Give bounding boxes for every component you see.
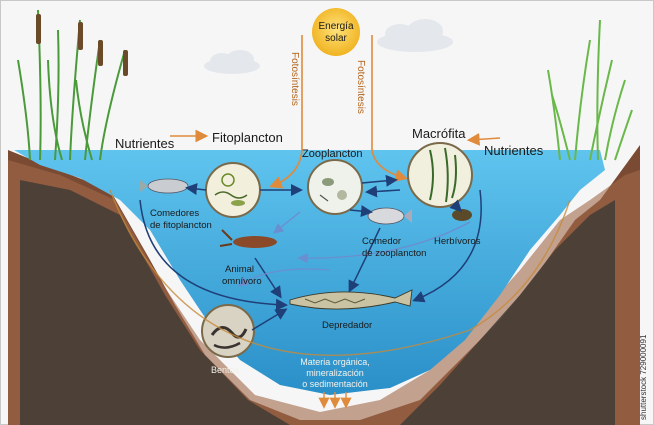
- soil-dark-floor: [20, 180, 615, 425]
- herbivores-label: Herbívoros: [434, 236, 481, 247]
- omnivore-label-2: omnívoro: [222, 276, 262, 287]
- photosynthesis-arrow-left: [269, 35, 303, 189]
- benthos-circle: [201, 304, 255, 358]
- zoo-eater-label-2: de zooplancton: [362, 248, 426, 259]
- arrow-omnivore-predator: [254, 257, 282, 299]
- arrow-herbivore-omnivore: [297, 221, 471, 264]
- photosynthesis-arrow-right: [371, 35, 409, 182]
- crayfish: [219, 229, 277, 248]
- phytoplankton-circle: [205, 162, 261, 218]
- arrow-phyto-fish: [185, 183, 207, 195]
- arrow-benthos-predator: [251, 308, 288, 331]
- photosynthesis-label-right: Fotosíntesis: [355, 60, 366, 114]
- reeds-left: [17, 9, 126, 161]
- nutrients-right-label: Nutrientes: [484, 143, 544, 158]
- arrow-macro-zoo: [365, 185, 401, 198]
- organic-matter-label-2: mineralización: [306, 368, 364, 378]
- phyto-eaters-label-1: Comedores: [150, 208, 199, 219]
- sun-label-2: solar: [325, 33, 347, 44]
- organic-matter-label-3: o sedimentación: [302, 379, 368, 389]
- macrophyte-label: Macrófita: [412, 126, 466, 141]
- arrow-zoo-fish: [349, 205, 373, 218]
- sun-label-1: Energía: [318, 21, 353, 32]
- sediment-arrows: [318, 392, 352, 409]
- nutrients-arrow-right: [466, 132, 501, 146]
- reed-heads-left: [36, 14, 128, 76]
- arrow-macro-herbivore: [449, 199, 463, 213]
- arrow-zoo-omnivore: [272, 211, 301, 234]
- nutrients-left-label: Nutrientes: [115, 136, 175, 151]
- organic-matter-flow: [109, 189, 571, 356]
- zooplankton-circle: [307, 159, 363, 215]
- arrow-zooeater-predator: [348, 227, 381, 293]
- arrow-to-benthos: [237, 268, 331, 287]
- sun: Energía solar: [312, 8, 360, 56]
- beetle: [452, 209, 472, 221]
- zoo-eater-label-1: Comedor: [362, 236, 401, 247]
- watermark: shutterstock 729000091: [639, 334, 648, 420]
- predator-label: Depredador: [322, 320, 372, 331]
- macrophyte-circle: [407, 142, 473, 208]
- omnivore-label-1: Animal: [225, 264, 254, 275]
- photosynthesis-label-left: Fotosíntesis: [289, 52, 300, 106]
- plants-right: [547, 19, 633, 161]
- cloud-left: [204, 50, 260, 74]
- arrow-zoo-macro: [361, 174, 398, 187]
- phytoplankton-label: Fitoplancton: [212, 130, 283, 145]
- benthos-label: Bentos: [211, 365, 240, 375]
- pike: [289, 289, 413, 310]
- zooplankton-label: Zooplancton: [302, 148, 363, 160]
- organic-matter-label-1: Materia orgánica,: [300, 357, 370, 367]
- phyto-eater-fish: [140, 178, 189, 194]
- phyto-eaters-label-2: de fitoplancton: [150, 220, 212, 231]
- cloud-right: [377, 19, 453, 52]
- arrow-herbivore-predator: [412, 189, 482, 303]
- arrow-fish-predator: [139, 199, 288, 311]
